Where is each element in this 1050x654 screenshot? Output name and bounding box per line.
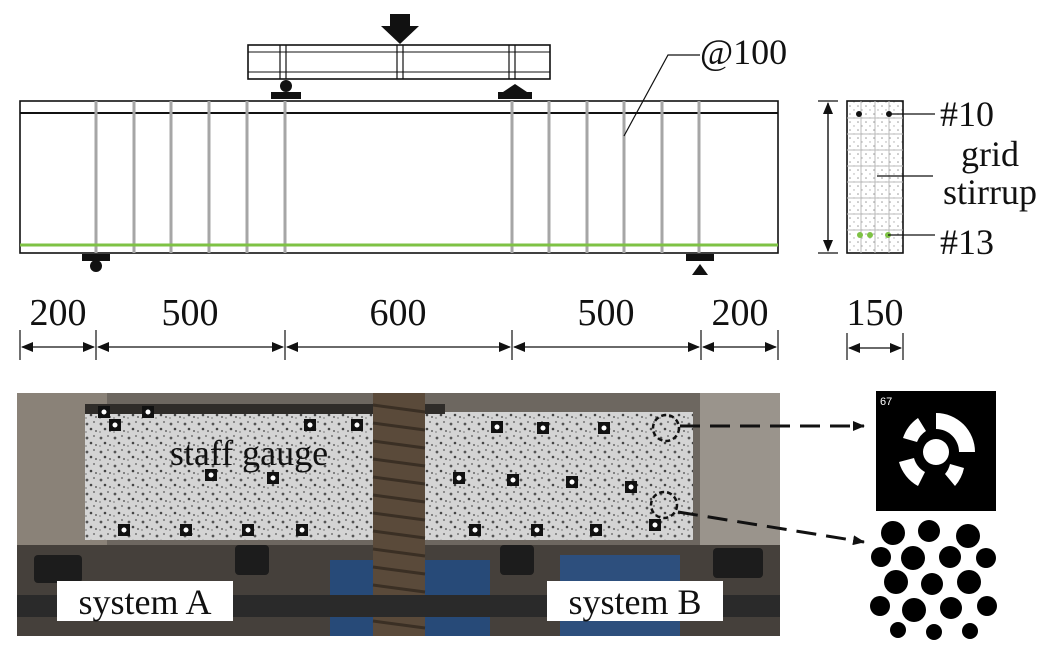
stirrup-spacing-leader: [623, 54, 700, 137]
speckle-callout-circle: [649, 490, 679, 520]
dim-label-2: 500: [162, 292, 219, 334]
stirrup-spacing-label: @100: [700, 32, 787, 72]
bottom-bar-label: #13: [940, 222, 994, 262]
dim-label-5: 200: [712, 292, 769, 334]
system-b-label: system B: [568, 582, 701, 622]
load-point-pin-icon: [498, 84, 532, 99]
staff-gauge-label: staff gauge: [170, 433, 328, 473]
load-point-roller-icon: [271, 80, 301, 99]
dim-label-4: 500: [578, 292, 635, 334]
system-a-label: system A: [78, 582, 211, 622]
dim-label-1: 200: [30, 292, 87, 334]
down-arrow-icon: [381, 14, 419, 44]
beam-elevation: [19, 100, 779, 254]
dim-label-3: 600: [370, 292, 427, 334]
speckle-callout-arrow: [677, 510, 865, 546]
camera-icon: [34, 545, 763, 583]
target-number: 67: [880, 396, 892, 408]
grid-stirrup-label-line2: stirrup: [943, 172, 1037, 212]
dimension-chain: [19, 330, 779, 360]
spreader-beam: [247, 44, 551, 80]
support-left-roller-icon: [82, 254, 110, 272]
support-right-pin-icon: [686, 254, 714, 275]
grid-stirrup-label-line1: grid: [961, 134, 1019, 174]
target-callout-circle: [651, 413, 681, 443]
top-bar-label: #10: [940, 94, 994, 134]
coded-target-inset: 67: [876, 391, 996, 511]
section-width-label: 150: [847, 292, 904, 334]
speckle-pattern-inset: [870, 520, 997, 640]
stirrups: [94, 101, 701, 253]
cross-section: [846, 100, 904, 254]
